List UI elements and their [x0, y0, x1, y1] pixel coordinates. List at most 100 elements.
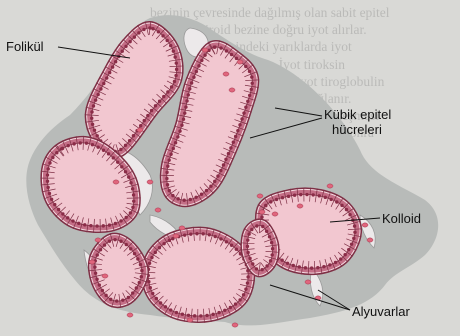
cell-nucleus: [304, 266, 307, 269]
red-blood-cell: [89, 260, 95, 264]
cell-nucleus: [95, 224, 98, 227]
cell-nucleus: [240, 117, 243, 120]
cell-nucleus: [102, 149, 105, 152]
cell-nucleus: [201, 232, 204, 235]
cell-nucleus: [103, 243, 106, 246]
cell-nucleus: [188, 87, 191, 90]
cell-nucleus: [182, 199, 185, 202]
cell-nucleus: [334, 261, 337, 264]
red-blood-cell: [229, 88, 235, 92]
cell-nucleus: [142, 28, 145, 31]
red-blood-cell: [127, 313, 133, 317]
cell-nucleus: [264, 204, 267, 207]
cell-nucleus: [187, 93, 190, 96]
red-blood-cell: [305, 280, 311, 284]
cell-nucleus: [113, 238, 116, 241]
cell-nucleus: [79, 141, 82, 144]
cell-nucleus: [89, 224, 92, 227]
cell-nucleus: [238, 123, 241, 126]
cell-nucleus: [246, 238, 249, 241]
cell-nucleus: [190, 81, 193, 84]
cell-nucleus: [148, 262, 151, 265]
cell-nucleus: [139, 263, 142, 266]
cell-nucleus: [208, 233, 211, 236]
cell-nucleus: [213, 45, 216, 48]
cell-nucleus: [250, 88, 253, 91]
cell-nucleus: [48, 161, 51, 164]
cell-nucleus: [131, 291, 134, 294]
cell-nucleus: [121, 50, 124, 53]
cell-nucleus: [244, 65, 247, 68]
cell-nucleus: [90, 110, 93, 113]
cell-nucleus: [165, 39, 168, 42]
cell-nucleus: [185, 99, 188, 102]
cell-nucleus: [95, 278, 98, 281]
cell-nucleus: [246, 100, 249, 103]
cell-nucleus: [72, 142, 75, 145]
cell-nucleus: [140, 275, 143, 278]
cell-nucleus: [234, 135, 237, 138]
cell-nucleus: [248, 257, 251, 260]
red-blood-cell: [102, 274, 108, 278]
cell-nucleus: [345, 208, 348, 211]
cell-nucleus: [214, 235, 217, 238]
cell-nucleus: [51, 156, 54, 159]
cell-nucleus: [171, 194, 174, 197]
cell-nucleus: [165, 171, 168, 174]
cell-nucleus: [91, 123, 94, 126]
cell-nucleus: [128, 40, 131, 43]
cell-nucleus: [183, 111, 186, 114]
cell-nucleus: [174, 74, 177, 77]
cell-nucleus: [246, 275, 249, 278]
cell-nucleus: [127, 296, 130, 299]
cell-nucleus: [133, 35, 136, 38]
cell-nucleus: [184, 105, 187, 108]
cell-nucleus: [173, 80, 176, 83]
red-blood-cell: [202, 48, 208, 52]
cell-nucleus: [158, 99, 161, 102]
cell-nucleus: [195, 232, 198, 235]
cell-nucleus: [71, 219, 74, 222]
cell-nucleus: [136, 257, 139, 260]
cell-nucleus: [235, 248, 238, 251]
cell-nucleus: [83, 223, 86, 226]
cell-nucleus: [165, 177, 168, 180]
cell-nucleus: [227, 152, 230, 155]
cell-nucleus: [90, 116, 93, 119]
cell-nucleus: [129, 211, 132, 214]
cell-nucleus: [181, 313, 184, 316]
cell-nucleus: [146, 114, 149, 117]
cell-nucleus: [102, 82, 105, 85]
cell-nucleus: [248, 94, 251, 97]
cell-nucleus: [199, 314, 202, 317]
cell-nucleus: [169, 153, 172, 156]
cell-nucleus: [143, 119, 146, 122]
cell-nucleus: [166, 183, 169, 186]
cell-nucleus: [104, 294, 107, 297]
cell-nucleus: [260, 215, 263, 218]
cell-nucleus: [286, 262, 289, 265]
cell-nucleus: [116, 160, 119, 163]
cell-nucleus: [169, 308, 172, 311]
cell-nucleus: [219, 46, 222, 49]
cell-nucleus: [244, 287, 247, 290]
cell-nucleus: [244, 105, 247, 108]
cell-nucleus: [108, 223, 111, 226]
cell-nucleus: [128, 139, 131, 142]
cell-nucleus: [292, 264, 295, 267]
cell-nucleus: [189, 198, 192, 201]
cell-nucleus: [119, 219, 122, 222]
cell-nucleus: [147, 280, 150, 283]
cell-nucleus: [271, 247, 274, 250]
colloid: [148, 234, 248, 316]
cell-nucleus: [255, 224, 258, 227]
cell-nucleus: [155, 297, 158, 300]
cell-nucleus: [335, 200, 338, 203]
cell-nucleus: [183, 233, 186, 236]
cell-nucleus: [124, 216, 127, 219]
cell-nucleus: [168, 189, 171, 192]
cell-nucleus: [211, 313, 214, 316]
cell-nucleus: [96, 253, 99, 256]
cell-nucleus: [322, 265, 325, 268]
